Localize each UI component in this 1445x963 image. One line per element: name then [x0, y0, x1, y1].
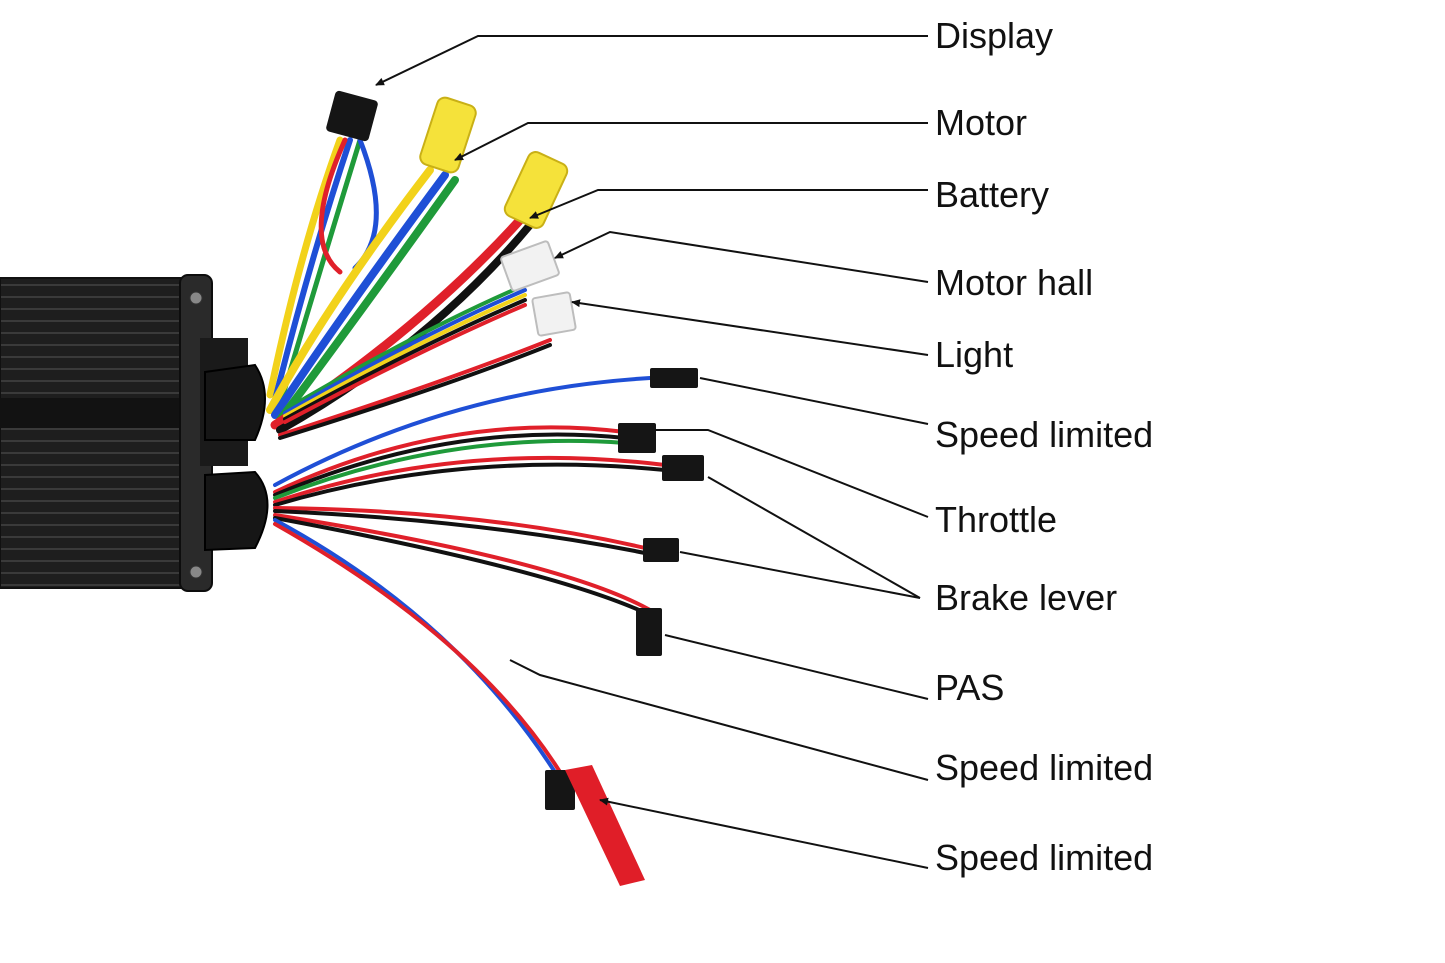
label-brake-lever: Brake lever [935, 577, 1118, 618]
leader-brake-1 [707, 476, 921, 599]
label-battery: Battery [935, 174, 1050, 215]
leader-brake-2 [679, 551, 921, 599]
wire-bundle [266, 136, 667, 782]
label-pas: PAS [935, 667, 1005, 708]
speed-limited-connector-1 [650, 368, 698, 388]
leader-motor [454, 122, 928, 161]
motor-connector [419, 96, 477, 174]
leader-lines [375, 35, 929, 869]
leader-battery [529, 189, 928, 219]
label-throttle: Throttle [935, 499, 1058, 540]
pas-connector [636, 608, 662, 656]
leader-speed-limited-1 [699, 377, 929, 425]
throttle-connector [618, 423, 656, 453]
brake-connector-1 [662, 455, 704, 481]
connectors [326, 90, 704, 886]
label-display: Display [935, 15, 1054, 56]
brake-connector-2 [643, 538, 679, 562]
leader-speed-limited-2 [509, 659, 929, 781]
motor-hall-connector [500, 240, 560, 292]
display-connector [326, 90, 378, 142]
label-speed-limited-3: Speed limited [935, 837, 1154, 878]
leader-speed-limited-3 [599, 797, 929, 869]
label-light: Light [935, 334, 1014, 375]
leader-throttle [655, 429, 929, 518]
leader-motor-hall [554, 230, 929, 283]
label-motor: Motor [935, 102, 1028, 143]
speed-limited-connector-3 [545, 765, 645, 886]
controller-housing [0, 274, 269, 592]
label-speed-limited-2: Speed limited [935, 747, 1154, 788]
battery-connector [503, 151, 569, 229]
leader-display [375, 35, 928, 86]
leader-light [571, 299, 929, 356]
leader-pas [664, 634, 929, 700]
light-connector [531, 291, 577, 337]
label-speed-limited-1: Speed limited [935, 414, 1154, 455]
label-motor-hall: Motor hall [935, 262, 1094, 303]
